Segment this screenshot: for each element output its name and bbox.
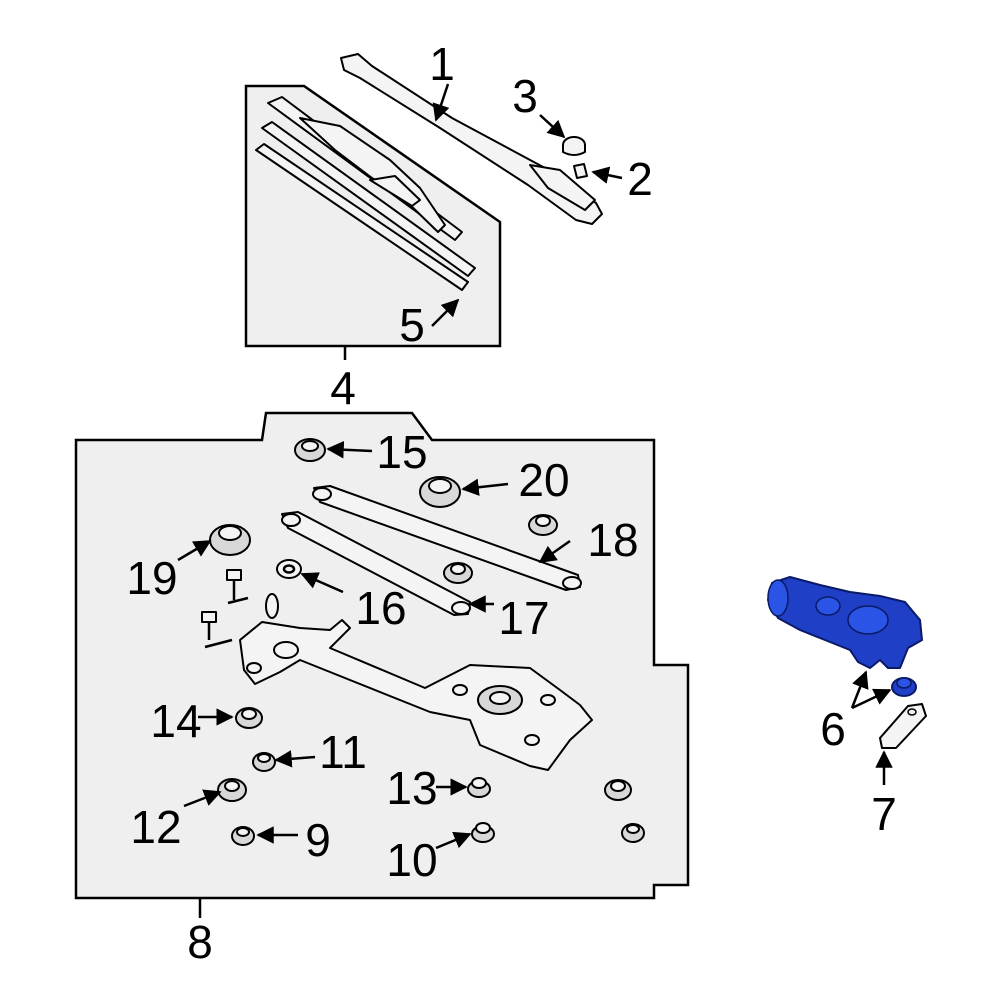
callout-1: 1 — [429, 38, 455, 90]
wiper-linkage-frame[interactable] — [239, 593, 593, 771]
callout-15: 15 — [376, 426, 427, 478]
callout-9: 9 — [305, 814, 331, 866]
callout-18: 18 — [587, 514, 638, 566]
callout-20: 20 — [518, 454, 569, 506]
bushing-10[interactable] — [471, 822, 495, 843]
motor-bracket-part[interactable] — [879, 703, 927, 749]
wiper-blade-part[interactable] — [255, 96, 476, 291]
grommet-15[interactable] — [294, 438, 326, 462]
bolt-upper[interactable] — [226, 569, 249, 605]
callout-10: 10 — [386, 834, 437, 886]
callout-8: 8 — [187, 916, 213, 968]
grommet-19[interactable] — [209, 524, 251, 556]
bushing-12[interactable] — [217, 778, 247, 802]
bushing-11[interactable] — [252, 752, 276, 772]
callout-19: 19 — [126, 552, 177, 604]
callout-13: 13 — [386, 762, 437, 814]
grommet-top-right[interactable] — [528, 514, 558, 536]
callout-3: 3 — [512, 70, 538, 122]
bushing-right-upper[interactable] — [604, 779, 632, 801]
callout-17: 17 — [498, 592, 549, 644]
wiper-motor-part[interactable] — [767, 576, 923, 669]
wiper-arm-part[interactable] — [340, 53, 603, 225]
link-rod-17[interactable] — [281, 511, 471, 616]
washer-16[interactable] — [276, 559, 302, 579]
callout-2: 2 — [627, 153, 653, 205]
bushing-14[interactable] — [235, 707, 263, 729]
grommet-mid[interactable] — [443, 562, 473, 584]
callout-12: 12 — [130, 801, 181, 853]
callout-4: 4 — [330, 362, 356, 414]
link-rod-18[interactable] — [312, 485, 582, 591]
nut-right-lower[interactable] — [621, 823, 645, 843]
bolt-lower[interactable] — [201, 611, 233, 649]
callout-11: 11 — [319, 726, 367, 778]
bushing-13[interactable] — [467, 777, 491, 798]
motor-grommet-part[interactable] — [891, 677, 917, 697]
nut-cap-part[interactable] — [562, 136, 586, 156]
callout-16: 16 — [355, 582, 406, 634]
grommet-20[interactable] — [419, 476, 461, 508]
callout-5: 5 — [399, 299, 425, 351]
callout-6: 6 — [820, 703, 846, 755]
clip-part[interactable] — [573, 163, 588, 179]
callout-14: 14 — [150, 695, 201, 747]
nut-9[interactable] — [231, 826, 255, 846]
leader-lines — [177, 83, 893, 850]
callout-7: 7 — [871, 788, 897, 840]
